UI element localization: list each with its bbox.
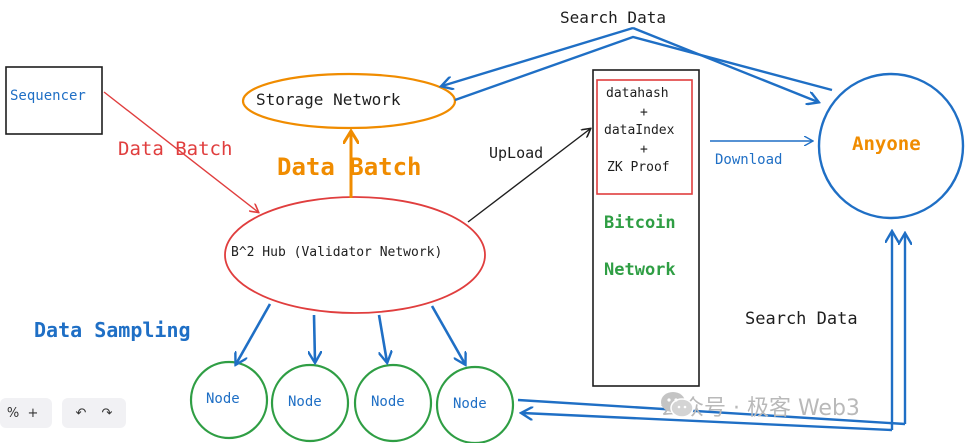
node-to-search-line [517,398,906,426]
undo-button[interactable]: ↶ [75,405,87,421]
storage-search-line [454,35,833,102]
watermark: 公众号 · 极客 Web3 [660,390,860,422]
network-label: Network [604,260,676,280]
redo-button[interactable]: ↷ [101,405,113,421]
history-controls: ↶ ↷ [62,398,126,428]
download-label: Download [715,152,783,168]
node-label-1: Node [206,391,240,407]
hub-ellipse [224,196,486,314]
proof-line-1: datahash [606,86,669,101]
data-sampling-label: Data Sampling [34,318,191,342]
search-data-top-label: Search Data [560,8,666,27]
zoom-level: % [6,405,20,421]
upload-arrow [467,129,590,223]
wechat-icon [661,392,694,418]
proof-line-3: dataIndex [604,123,675,138]
proof-line-5: ZK Proof [607,160,670,175]
storage-network-label: Storage Network [256,90,401,109]
node-circle-4 [435,365,515,443]
storage-network-ellipse [241,72,457,130]
proof-line-2: + [640,105,648,120]
search-data-right-label: Search Data [745,309,858,329]
zoom-in-button[interactable]: + [27,405,39,421]
node-label-2: Node [288,394,322,410]
sampling-arrow-1 [236,303,272,364]
sampling-arrow-2 [314,314,315,362]
sequencer-to-hub-arrow [103,91,258,212]
anyone-circle [817,72,965,220]
sequencer-label: Sequencer [10,88,86,104]
search-to-storage-arrow [442,26,634,86]
zoom-controls: % + [0,398,52,428]
node-label-4: Node [453,396,487,412]
data-batch-orange-label: Data Batch [277,153,422,181]
sequencer-box [5,66,103,135]
node-circle-1 [189,360,269,440]
bitcoin-network-box [592,69,700,387]
sampling-arrow-4 [430,305,465,364]
proof-line-4: + [640,142,648,157]
data-batch-red-label: Data Batch [118,138,233,160]
upload-label: UpLoad [489,144,544,162]
sampling-arrow-3 [377,314,387,362]
anyone-label: Anyone [852,133,921,155]
search-to-anyone-arrow [632,26,818,102]
hub-label: B^2 Hub (Validator Network) [231,245,443,260]
proof-box [596,79,693,195]
search-to-node-arrow [522,413,893,432]
canvas-toolbar: % + ↶ ↷ [0,398,136,428]
bitcoin-label: Bitcoin [604,213,676,233]
node-label-3: Node [371,394,405,410]
